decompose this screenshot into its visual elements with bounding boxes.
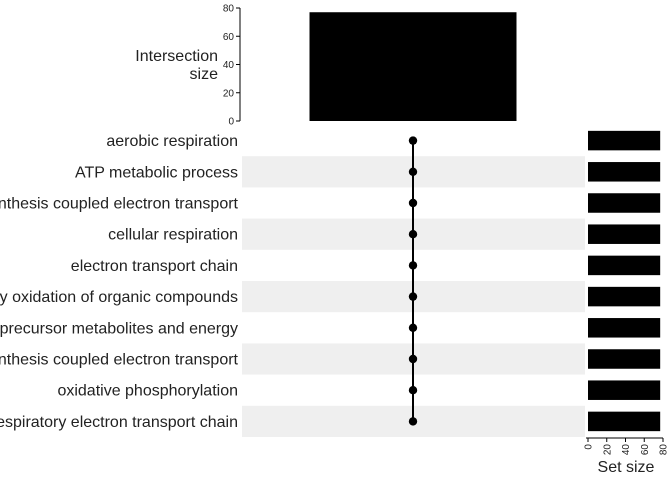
set-size-bar <box>588 162 661 182</box>
intersection-axis-title-line2: size <box>190 66 219 83</box>
matrix-dot <box>408 417 418 426</box>
set-size-x-tick-label: 40 <box>621 444 632 456</box>
set-size-bar <box>588 380 661 400</box>
matrix-dot <box>408 167 418 176</box>
intersection-bars <box>309 12 517 121</box>
matrix-dot <box>408 354 418 364</box>
set-size-bar <box>588 349 661 369</box>
set-size-axis-title: Set size <box>598 459 655 476</box>
set-size-bar <box>588 193 661 213</box>
matrix-dot <box>408 198 418 208</box>
matrix-dot <box>408 292 418 301</box>
set-size-bars <box>588 130 661 432</box>
set-label: electron transport chain <box>71 258 238 275</box>
intersection-y-tick-label: 0 <box>228 117 234 128</box>
matrix-dot <box>408 230 418 239</box>
set-size-x-tick-label: 60 <box>640 444 651 456</box>
set-size-x-tick-label: 80 <box>659 444 670 456</box>
set-label: oxidative phosphorylation <box>57 383 238 400</box>
set-label: generation of precursor metabolites and … <box>0 320 238 337</box>
set-label: cellular respiration <box>108 227 238 244</box>
set-size-bar <box>588 130 661 151</box>
set-label: mitochondrial ATP synthesis coupled elec… <box>0 352 239 369</box>
matrix-dot <box>408 323 418 332</box>
set-label: ATP metabolic process <box>75 164 238 181</box>
set-size-bar <box>588 318 661 338</box>
set-size-bar <box>588 286 661 307</box>
set-size-bar <box>588 224 661 244</box>
intersection-bar <box>309 12 517 121</box>
intersection-y-tick-label: 20 <box>223 88 235 99</box>
set-label: aerobic respiration <box>106 133 238 150</box>
intersection-y-tick-label: 40 <box>223 60 235 71</box>
set-label: energy derivation by oxidation of organi… <box>0 289 238 306</box>
intersection-y-ticks: 0 20 40 60 80 <box>223 4 240 128</box>
matrix-dot <box>408 136 418 145</box>
intersection-y-tick-label: 60 <box>223 32 235 43</box>
intersection-y-tick-label: 80 <box>223 4 235 15</box>
matrix-dot <box>408 386 418 395</box>
set-label: respiratory electron transport chain <box>0 414 238 431</box>
intersection-axis-title-line1: Intersection <box>135 48 218 65</box>
set-size-bar <box>588 255 661 276</box>
intersection-matrix <box>408 136 418 426</box>
matrix-dot <box>408 261 418 270</box>
set-size-x-ticks: 0 20 40 60 80 <box>584 438 670 455</box>
set-size-x-tick-label: 0 <box>584 444 595 450</box>
set-size-bar <box>588 411 661 432</box>
set-size-x-tick-label: 20 <box>602 444 613 456</box>
set-label: ATP synthesis coupled electron transport <box>0 196 239 213</box>
